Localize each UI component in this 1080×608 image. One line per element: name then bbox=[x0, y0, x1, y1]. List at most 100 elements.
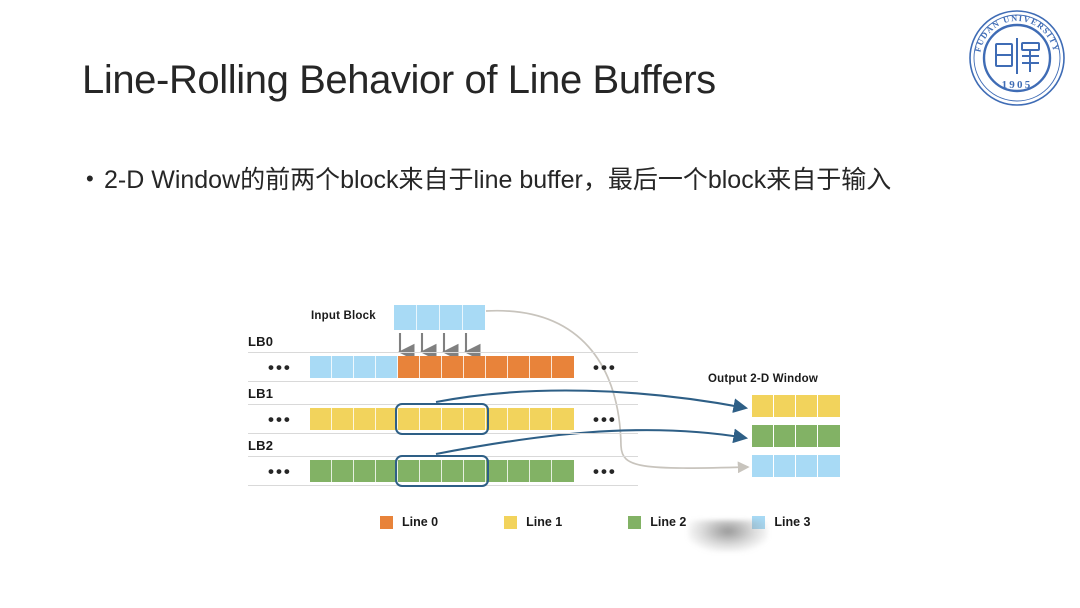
output-window-cell bbox=[774, 455, 796, 477]
output-window-cell bbox=[796, 395, 818, 417]
line-buffer-cell bbox=[376, 408, 398, 430]
legend-item: Line 3 bbox=[752, 515, 811, 529]
line-buffer-cell bbox=[442, 356, 464, 378]
line-buffer-cell bbox=[376, 460, 398, 482]
svg-text:1905: 1905 bbox=[1002, 79, 1033, 91]
line-buffer-cell bbox=[310, 460, 332, 482]
legend-item: Line 2 bbox=[628, 515, 686, 529]
legend-item: Line 0 bbox=[380, 515, 438, 529]
line-buffer-cell bbox=[310, 356, 332, 378]
line-buffer-cell bbox=[398, 460, 420, 482]
ellipsis-left: ••• bbox=[268, 358, 292, 377]
line-buffer-cell bbox=[486, 460, 508, 482]
page-title: Line-Rolling Behavior of Line Buffers bbox=[82, 58, 716, 102]
output-window-cell bbox=[774, 425, 796, 447]
line-buffer-cell bbox=[508, 408, 530, 430]
input-to-lb0-arrows bbox=[397, 333, 481, 361]
line-buffer-cell bbox=[530, 356, 552, 378]
output-window-cell bbox=[752, 455, 774, 477]
output-window-cell bbox=[752, 425, 774, 447]
line-buffer-cells bbox=[310, 408, 574, 430]
line-buffer-cell bbox=[332, 460, 354, 482]
output-window-row bbox=[752, 395, 840, 417]
legend-swatch bbox=[752, 515, 766, 529]
line-buffer-cell bbox=[354, 356, 376, 378]
line-buffer-cell bbox=[442, 460, 464, 482]
legend-swatch bbox=[380, 515, 393, 529]
output-window-label: Output 2-D Window bbox=[708, 373, 818, 385]
legend-swatch bbox=[628, 515, 642, 529]
input-block-cell bbox=[417, 305, 440, 330]
input-block-cell bbox=[440, 305, 463, 330]
line-buffer-row: ••• ••• bbox=[248, 403, 638, 435]
line-buffer-name: LB1 bbox=[248, 386, 274, 401]
line-buffer-cell bbox=[486, 356, 508, 378]
output-window-cell bbox=[818, 395, 840, 417]
output-window-cell bbox=[752, 395, 774, 417]
line-buffer-cell bbox=[398, 408, 420, 430]
input-block-cell bbox=[394, 305, 417, 330]
lb1-to-output-arrow bbox=[435, 389, 749, 413]
lb2-to-output-arrow bbox=[435, 428, 749, 456]
input-to-output-curve bbox=[485, 309, 750, 474]
fudan-university-logo: FUDAN UNIVERSITY 1905 bbox=[969, 10, 1065, 106]
output-window-row bbox=[752, 425, 840, 447]
line-buffer-cell bbox=[398, 356, 420, 378]
legend-label: Line 2 bbox=[650, 515, 687, 529]
output-window-row bbox=[752, 455, 840, 477]
line-buffer-cell bbox=[508, 460, 530, 482]
footer-faint-text bbox=[744, 566, 748, 576]
line-buffer-cell bbox=[530, 408, 552, 430]
output-window-cell bbox=[818, 425, 840, 447]
line-buffer-cell bbox=[332, 356, 354, 378]
line-buffer-cell bbox=[442, 408, 464, 430]
bullet-text: 2-D Window的前两个block来自于line buffer，最后一个bl… bbox=[104, 166, 892, 194]
ellipsis-left: ••• bbox=[268, 462, 292, 481]
line-buffer-cell bbox=[376, 356, 398, 378]
ellipsis-right: ••• bbox=[593, 462, 617, 481]
input-block-cell bbox=[463, 305, 485, 330]
line-buffer-cell bbox=[508, 356, 530, 378]
input-block bbox=[394, 305, 485, 330]
input-block-label: Input Block bbox=[311, 310, 376, 322]
line-buffer-cell bbox=[486, 408, 508, 430]
line-buffer-cells bbox=[310, 460, 574, 482]
line-buffer-cell bbox=[354, 460, 376, 482]
output-window-cell bbox=[818, 455, 840, 477]
legend-item: Line 1 bbox=[504, 515, 562, 529]
line-buffer-cell bbox=[530, 460, 552, 482]
line-buffer-cell bbox=[420, 408, 442, 430]
ellipsis-right: ••• bbox=[593, 358, 617, 377]
output-window-cell bbox=[774, 395, 796, 417]
line-buffer-cell bbox=[354, 408, 376, 430]
line-buffer-cells bbox=[310, 356, 574, 378]
legend-label: Line 3 bbox=[774, 515, 811, 529]
line-buffer-cell bbox=[332, 408, 354, 430]
bullet-list: • 2-D Window的前两个block来自于line buffer，最后一个… bbox=[86, 163, 986, 199]
legend-label: Line 0 bbox=[402, 515, 439, 529]
line-buffer-row: ••• ••• bbox=[248, 352, 638, 382]
legend-label: Line 1 bbox=[526, 515, 563, 529]
output-window-cell bbox=[796, 455, 818, 477]
connector-layer bbox=[397, 309, 750, 474]
bullet-item: • 2-D Window的前两个block来自于line buffer，最后一个… bbox=[86, 163, 986, 199]
line-buffer-cell bbox=[552, 408, 574, 430]
bullet-marker: • bbox=[86, 166, 94, 191]
line-buffer-cell bbox=[464, 460, 486, 482]
line-buffer-cell bbox=[464, 356, 486, 378]
line-buffer-cell bbox=[420, 356, 442, 378]
line-buffer-diagram: Input Block LB0••••••LB1••••••LB2•••••• … bbox=[240, 296, 880, 546]
line-buffer-cell bbox=[552, 356, 574, 378]
line-buffer-cell bbox=[464, 408, 486, 430]
line-buffer-name: LB2 bbox=[248, 438, 274, 453]
line-buffer-cell bbox=[310, 408, 332, 430]
line-buffer-name: LB0 bbox=[248, 334, 274, 349]
legend: Line 0 Line 1 Line 2 Line 3 bbox=[380, 515, 811, 529]
line-buffer-cell bbox=[420, 460, 442, 482]
ellipsis-left: ••• bbox=[268, 410, 292, 429]
line-buffer-cell bbox=[552, 460, 574, 482]
ellipsis-right: ••• bbox=[593, 410, 617, 429]
line-buffer-row: ••• ••• bbox=[248, 455, 638, 487]
output-window-cell bbox=[796, 425, 818, 447]
legend-swatch bbox=[504, 515, 518, 529]
